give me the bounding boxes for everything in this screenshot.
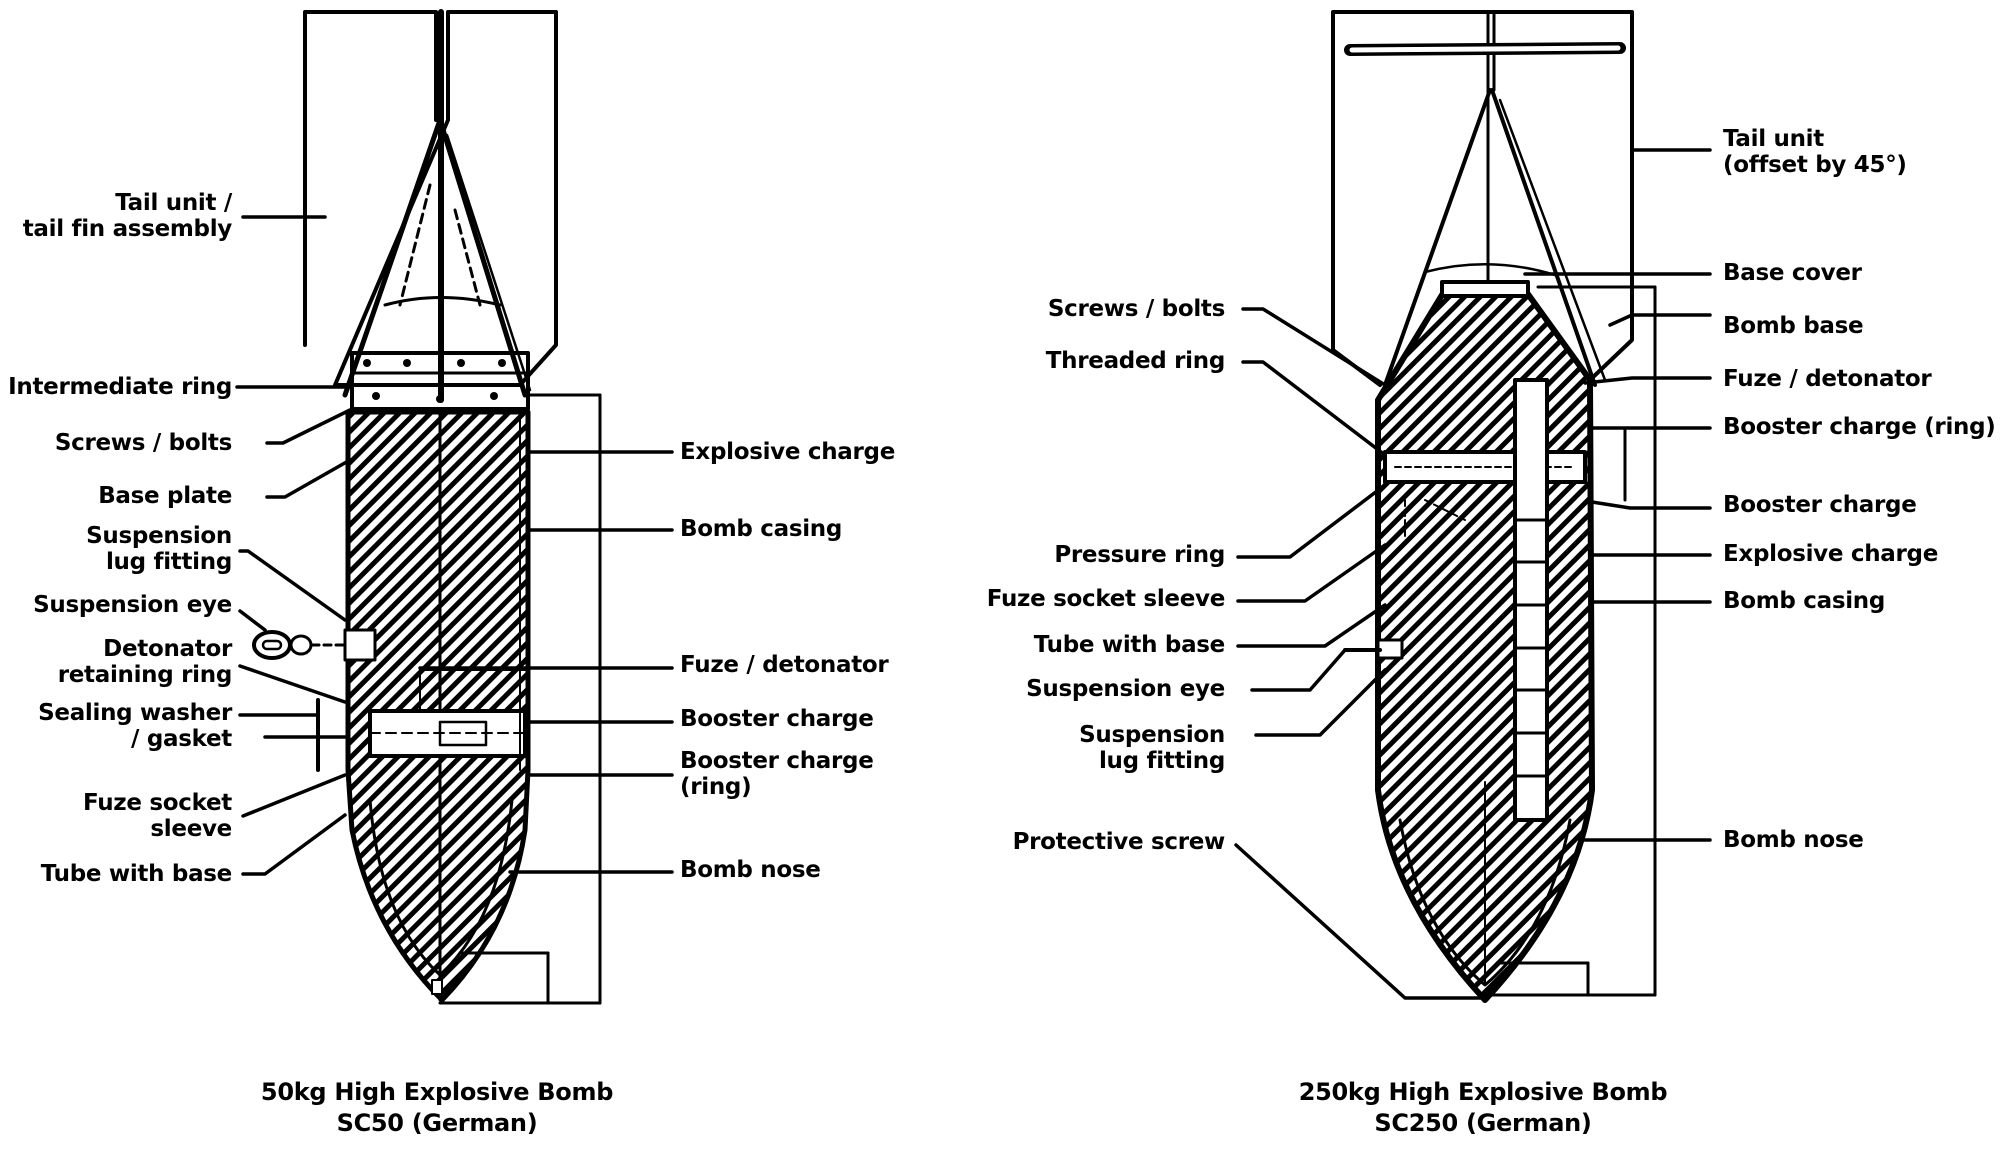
sc250-label-tail-unit: Tail unit (offset by 45°) [1723,126,1907,178]
sc50-label-booster-charge: Booster charge [680,706,874,732]
sc50-label-screws-bolts: Screws / bolts [54,430,232,456]
sc50-label-base-plate: Base plate [98,483,232,509]
sc50-label-fuze-detonator: Fuze / detonator [680,652,889,678]
sc250-label-tube-with-base: Tube with base [1033,632,1226,658]
sc250-label-fuze-socket: Fuze socket sleeve [986,586,1226,612]
sc50-label-tube-with-base: Tube with base [40,861,233,887]
sc250-label-suspension-lug: Suspension lug fitting [1079,722,1225,774]
sc250-label-suspension-eye: Suspension eye [1026,676,1225,702]
sc250-label-bomb-base: Bomb base [1723,313,1864,339]
sc250-label-booster-charge: Booster charge [1723,492,1917,518]
sc50-label-suspension-lug: Suspension lug fitting [86,523,232,575]
sc250-label-booster-ring: Booster charge (ring) [1723,414,1996,440]
sc50-label-tail-unit: Tail unit / tail fin assembly [22,190,233,242]
sc50-suspension-lug [343,628,377,662]
sc50-label-fuze-socket: Fuze socket sleeve [82,790,232,842]
sc50-label-bomb-nose: Bomb nose [680,857,821,883]
sc250-label-explosive-charge: Explosive charge [1723,541,1939,567]
sc250-drawing [1234,10,1712,1003]
sc50-suspension-eye [252,630,292,660]
sc50-caption-title: 50kg High Explosive Bomb [260,1078,614,1106]
sc50-label-explosive-charge: Explosive charge [680,439,896,465]
sc250-caption-model: SC250 (German) [1374,1109,1592,1137]
sc250-base-cover [1440,280,1530,298]
sc50-tail-fin [303,10,558,387]
sc50-label-bomb-casing: Bomb casing [680,516,843,542]
sc250-label-base-cover: Base cover [1723,260,1862,286]
sc250-label-threaded-ring: Threaded ring [1045,348,1226,374]
sc50-label-intermediate-ring: Intermediate ring [8,374,232,400]
sc50-label-suspension-eye: Suspension eye [33,592,232,618]
sc50-label-booster-ring: Booster charge (ring) [680,748,874,800]
sc250-label-pressure-ring: Pressure ring [1054,542,1225,568]
sc250-label-bomb-nose: Bomb nose [1723,827,1864,853]
sc250-label-fuze-detonator: Fuze / detonator [1723,366,1932,392]
sc250-caption-title: 250kg High Explosive Bomb [1298,1078,1668,1106]
sc250-label-protective-screw: Protective screw [1012,829,1226,855]
sc50-explosive-charge [345,409,531,1003]
sc250-label-bomb-casing: Bomb casing [1723,588,1886,614]
sc50-label-detonator-ring: Detonator retaining ring [57,636,233,688]
sc50-intermediate-ring [350,351,530,411]
sc50-caption-model: SC50 (German) [336,1109,538,1137]
sc50-drawing [235,9,674,1005]
sc50-label-sealing-washer: Sealing washer / gasket [38,700,232,752]
sc250-booster-column [1513,378,1549,822]
sc250-label-screws-bolts: Screws / bolts [1047,296,1225,322]
